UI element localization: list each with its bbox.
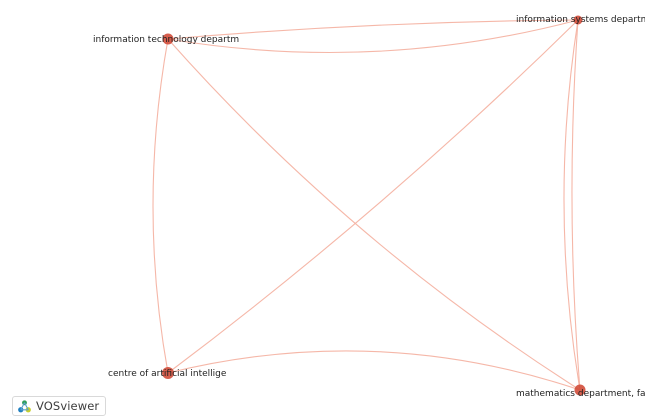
link-n1-n3 [152, 38, 169, 374]
node-label-n1[interactable]: information technology departm [93, 35, 239, 45]
nodes-layer [162, 15, 586, 396]
link-n2-n4 [563, 19, 581, 391]
link-n3-n4 [167, 350, 581, 391]
node-n3[interactable] [162, 367, 174, 379]
node-label-n4[interactable]: mathematics department, facul [516, 389, 645, 399]
node-n2[interactable] [573, 15, 583, 25]
link-n2-n3 [167, 19, 579, 374]
link-n1-n4 [167, 38, 581, 391]
link-n1-n2 [167, 19, 579, 40]
node-label-n2[interactable]: information systems departmer [516, 15, 645, 25]
node-n4[interactable] [574, 384, 586, 396]
node-n1[interactable] [162, 33, 174, 45]
node-label-n3[interactable]: centre of artificial intellige [108, 369, 227, 379]
vosviewer-logo-text: VOSviewer [36, 399, 100, 413]
labels-layer: information technology departm informatio… [93, 15, 645, 399]
link-n4-n2 [571, 19, 581, 391]
vosviewer-logo-icon [18, 399, 31, 412]
links-layer [152, 19, 581, 391]
vosviewer-logo-badge[interactable]: VOSviewer [12, 396, 107, 416]
link-n1-n2 [167, 19, 579, 54]
